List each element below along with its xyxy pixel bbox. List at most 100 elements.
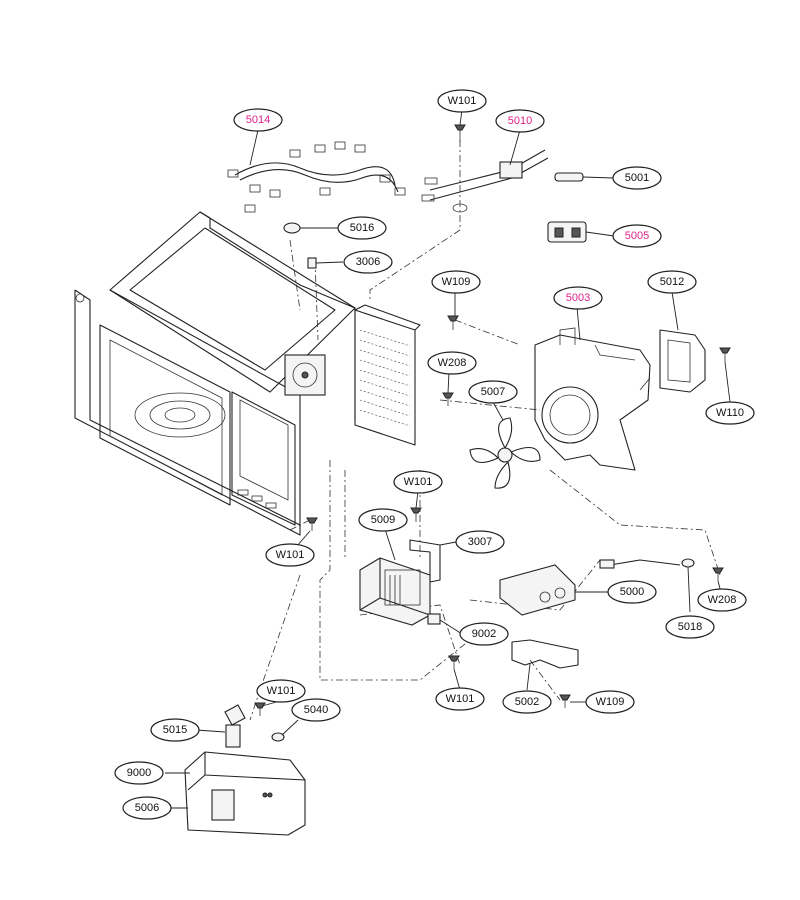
assembly-guide-lines [249, 140, 721, 721]
callout-label: 5002 [515, 696, 539, 708]
callout-label: W110 [716, 407, 744, 419]
callout-oval [437, 89, 487, 113]
callout-label: W101 [267, 685, 296, 697]
callout-oval [256, 679, 306, 703]
callout-5006: 5006 [122, 796, 172, 820]
callout-5012: 5012 [647, 270, 697, 294]
callout-9002: 9002 [459, 622, 509, 646]
callout-5014: 5014 [233, 108, 283, 132]
callout-label: W109 [442, 276, 471, 288]
thermo-3006 [307, 257, 317, 269]
callout-oval [291, 698, 341, 722]
screw-w101-low [448, 655, 460, 669]
fan-motor [639, 329, 706, 393]
callout-oval [647, 270, 697, 294]
thermostat-5016 [283, 222, 301, 234]
callout-3007: 3007 [455, 530, 505, 554]
bushing-5040 [271, 732, 285, 742]
callout-label: 5007 [481, 386, 505, 398]
callout-label: 5040 [304, 704, 328, 716]
callout-label: W101 [446, 693, 475, 705]
callout-9000: 9000 [114, 761, 164, 785]
screw-w208-right [712, 567, 724, 581]
screw-w101-bottom [254, 702, 266, 716]
diode-9002 [427, 613, 441, 625]
callout-oval [612, 224, 662, 248]
callout-oval [665, 615, 715, 639]
base-assembly [184, 751, 306, 836]
callout-label: 3006 [356, 256, 380, 268]
callout-oval [233, 108, 283, 132]
callout-oval [427, 351, 477, 375]
callout-oval [495, 109, 545, 133]
callout-label: 5015 [163, 724, 187, 736]
callout-oval [585, 690, 635, 714]
callout-label: 5006 [135, 802, 159, 814]
magnetron [359, 557, 431, 626]
callout-W101-left: W101 [265, 543, 315, 567]
callout-oval [393, 470, 443, 494]
callout-W208-mid: W208 [427, 351, 477, 375]
screw-w208-mid [442, 392, 454, 406]
callout-label: 5003 [566, 292, 590, 304]
thermal-switch-5015 [224, 704, 246, 748]
callout-oval [114, 761, 164, 785]
capacitor [499, 564, 576, 616]
screw-w109-top [447, 315, 459, 330]
callout-oval [459, 622, 509, 646]
callout-W109-top: W109 [431, 270, 481, 294]
callout-oval [502, 690, 552, 714]
callout-oval [607, 580, 657, 604]
callout-5040: 5040 [291, 698, 341, 722]
callout-oval [337, 216, 387, 240]
fan-blade [469, 417, 541, 489]
callout-5009: 5009 [358, 508, 408, 532]
callout-W110: W110 [705, 401, 755, 425]
callout-label: 5001 [625, 172, 649, 184]
callout-label: 5016 [350, 222, 374, 234]
leader-lines [165, 109, 731, 809]
callout-3006: 3006 [343, 250, 393, 274]
callout-W208-right: W208 [697, 588, 747, 612]
callout-oval [553, 286, 603, 310]
callout-5010: 5010 [495, 109, 545, 133]
callout-label: W208 [708, 594, 737, 606]
callout-5000: 5000 [607, 580, 657, 604]
callout-oval [612, 166, 662, 190]
callout-label: W101 [404, 476, 433, 488]
callout-oval [468, 380, 518, 404]
oven-cavity [74, 211, 356, 536]
callout-5003: 5003 [553, 286, 603, 310]
callout-5018: 5018 [665, 615, 715, 639]
callout-5005: 5005 [612, 224, 662, 248]
callout-oval [455, 530, 505, 554]
callout-label: W101 [448, 95, 477, 107]
screw-w101-mid [410, 507, 422, 522]
screw-w110 [719, 347, 731, 362]
callout-label: 9000 [127, 767, 151, 779]
callout-oval [697, 588, 747, 612]
callout-label: 5014 [246, 114, 270, 126]
part-callouts: 5014W10150105001501650053006W10950035012… [114, 89, 755, 820]
callout-label: W208 [438, 357, 467, 369]
callout-label: 5018 [678, 621, 702, 633]
callout-W109-low: W109 [585, 690, 635, 714]
callout-oval [705, 401, 755, 425]
callout-label: 3007 [468, 536, 492, 548]
screw-w101-left [306, 517, 318, 531]
callout-oval [122, 796, 172, 820]
callout-oval [265, 543, 315, 567]
callout-label: 9002 [472, 628, 496, 640]
callout-5007: 5007 [468, 380, 518, 404]
callout-label: 5000 [620, 586, 644, 598]
callout-label: 5012 [660, 276, 684, 288]
callout-W101-mid: W101 [393, 470, 443, 494]
fuse-holder [421, 149, 549, 213]
callout-5015: 5015 [150, 718, 200, 742]
callout-label: W101 [276, 549, 305, 561]
callout-label: W109 [596, 696, 625, 708]
callout-W101-bottom: W101 [256, 679, 306, 703]
callout-W101-top: W101 [437, 89, 487, 113]
bracket-5002 [511, 639, 579, 669]
fuse-5001 [554, 172, 584, 182]
